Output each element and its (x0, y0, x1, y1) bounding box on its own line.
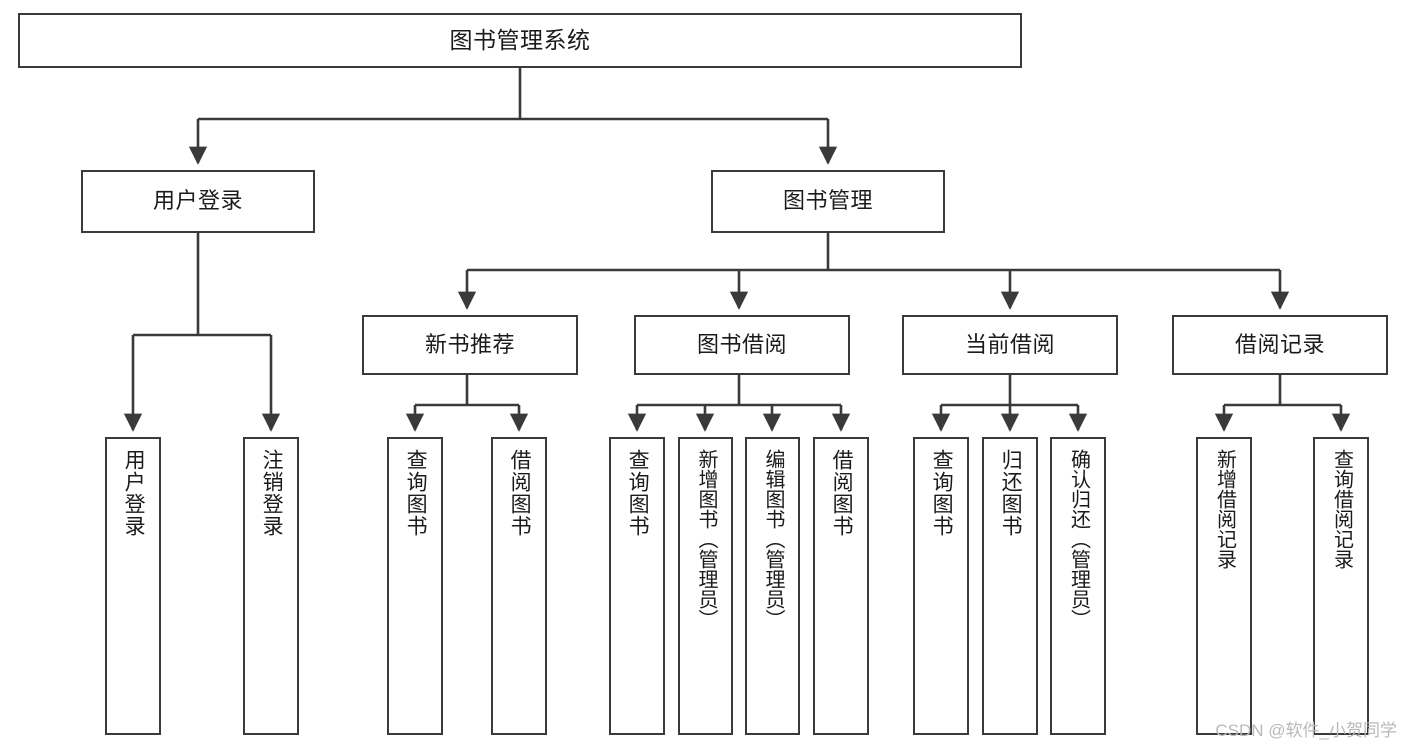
node-label: 用户登录 (122, 449, 146, 537)
leaf-borrow-book-recommend[interactable]: 借阅图书 (491, 437, 547, 735)
node-label: 确认归还（管理员） (1067, 449, 1090, 629)
node-book-management[interactable]: 图书管理 (711, 170, 945, 233)
node-label: 借阅图书 (830, 449, 854, 537)
leaf-confirm-return-admin[interactable]: 确认归还（管理员） (1050, 437, 1106, 735)
node-label: 图书管理 (782, 188, 873, 214)
node-label: 查询图书 (626, 449, 650, 537)
node-label: 新增图书（管理员） (695, 449, 717, 629)
node-label: 新书推荐 (424, 331, 515, 357)
node-label: 注销登录 (260, 449, 284, 537)
node-label: 图书管理系统 (449, 26, 591, 53)
leaf-user-login[interactable]: 用户登录 (105, 437, 161, 735)
leaf-query-book-borrow[interactable]: 查询图书 (609, 437, 665, 735)
leaf-add-borrow-record[interactable]: 新增借阅记录 (1196, 437, 1252, 735)
leaf-add-book-admin[interactable]: 新增图书（管理员） (678, 437, 733, 735)
node-book-borrow[interactable]: 图书借阅 (634, 315, 850, 375)
node-new-book-recommend[interactable]: 新书推荐 (362, 315, 578, 375)
leaf-query-borrow-record[interactable]: 查询借阅记录 (1313, 437, 1369, 735)
node-label: 查询借阅记录 (1330, 449, 1353, 569)
node-label: 新增借阅记录 (1213, 449, 1236, 569)
csdn-watermark: CSDN @软件_小贺同学 (1215, 721, 1397, 740)
leaf-query-book-current[interactable]: 查询图书 (913, 437, 969, 735)
node-label: 归还图书 (999, 449, 1023, 537)
node-label: 用户登录 (152, 188, 243, 214)
node-label: 当前借阅 (964, 331, 1055, 357)
node-root-book-management-system[interactable]: 图书管理系统 (18, 13, 1022, 68)
node-user-login[interactable]: 用户登录 (81, 170, 315, 233)
leaf-query-book-recommend[interactable]: 查询图书 (387, 437, 443, 735)
node-label: 图书借阅 (696, 331, 787, 357)
node-borrow-record[interactable]: 借阅记录 (1172, 315, 1388, 375)
node-label: 借阅图书 (508, 449, 532, 537)
leaf-return-book[interactable]: 归还图书 (982, 437, 1038, 735)
leaf-borrow-book[interactable]: 借阅图书 (813, 437, 869, 735)
leaf-edit-book-admin[interactable]: 编辑图书（管理员） (745, 437, 800, 735)
node-label: 借阅记录 (1234, 331, 1325, 357)
node-label: 编辑图书（管理员） (762, 449, 784, 629)
node-current-borrow[interactable]: 当前借阅 (902, 315, 1118, 375)
node-label: 查询图书 (930, 449, 954, 537)
node-label: 查询图书 (404, 449, 428, 537)
leaf-logout-login[interactable]: 注销登录 (243, 437, 299, 735)
